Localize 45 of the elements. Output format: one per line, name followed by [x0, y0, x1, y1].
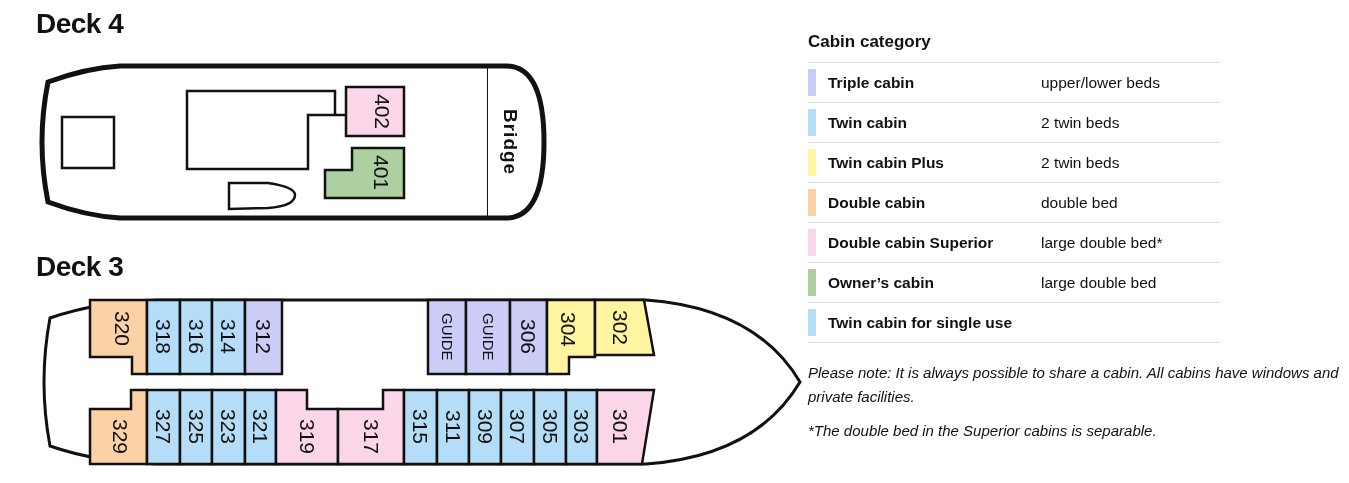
deck-heading: Deck 4	[36, 8, 124, 40]
bed-description: 2 twin beds	[1041, 113, 1120, 132]
cabin-number: 306	[518, 319, 539, 355]
cabin-number: 325	[185, 409, 207, 445]
cabin-number: 307	[507, 409, 528, 445]
cabin-number: 302	[609, 309, 631, 345]
cabin-number: 327	[153, 409, 174, 445]
note-text: *The double bed in the Superior cabins is separable.	[808, 421, 1158, 441]
cabin-number: GUIDE	[439, 313, 455, 361]
legend-label: Twin cabin for single use	[828, 313, 1014, 332]
deck-heading: Deck 3	[36, 251, 124, 283]
bed-description: large double bed	[1041, 273, 1157, 292]
cabin-number: 318	[153, 319, 174, 355]
legend-label: Twin cabin Plus	[828, 153, 945, 172]
cabin-number: 320	[111, 310, 133, 346]
cabin-number: 312	[253, 319, 274, 355]
legend-label: Owner’s cabin	[828, 273, 935, 292]
bed-description: 2 twin beds	[1041, 153, 1120, 172]
cabin-number: 317	[360, 418, 382, 454]
cabin-number: 401	[371, 155, 392, 191]
note-text: Please note: It is always possible to share a cabin. All cabins have windows and private facilities.	[808, 363, 1340, 407]
legend-label: Double cabin Superior	[828, 233, 995, 252]
cabin-number: 309	[474, 409, 496, 445]
cabin-number: 303	[571, 409, 592, 445]
legend-label: Double cabin	[828, 193, 927, 212]
cabin-number: 305	[539, 409, 561, 445]
legend-label: Twin cabin	[828, 113, 908, 132]
cabin-number: 311	[442, 410, 464, 444]
bed-description: double bed	[1041, 193, 1118, 212]
legend-label: Triple cabin	[828, 73, 916, 92]
legend-title: Cabin category	[808, 32, 931, 52]
cabin-number: 329	[110, 418, 131, 454]
cabin-number: 319	[296, 418, 318, 454]
bridge-section: Bridge	[487, 68, 532, 216]
cabin-number: 321	[250, 409, 271, 445]
bed-description: large double bed*	[1041, 233, 1163, 252]
cabin-number: 316	[185, 319, 207, 355]
cabin-number: 315	[410, 409, 431, 445]
cabin-number: 323	[218, 409, 239, 445]
bed-description: upper/lower beds	[1041, 73, 1160, 92]
cabin-number: 301	[610, 409, 631, 445]
cabin-number: 402	[371, 93, 393, 129]
cabin-number: 314	[218, 319, 239, 355]
cabin-number: 304	[557, 312, 579, 348]
cabin-number: GUIDE	[480, 313, 496, 361]
